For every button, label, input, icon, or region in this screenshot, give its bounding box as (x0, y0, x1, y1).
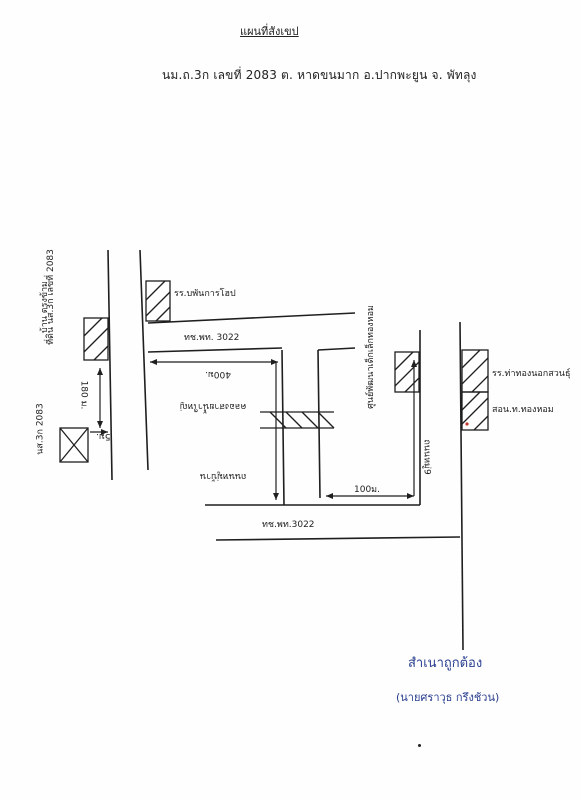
village-road-edge-2 (317, 349, 321, 499)
label-school-right: รร.ท่าทองนอกสวนธุ์ (492, 369, 571, 379)
document-header-line: นม.ถ.3ก เลขที่ 2083 ต. หาดขนมาก อ.ปากพะย… (162, 68, 477, 82)
village-road-top (317, 347, 356, 351)
label-road-top: ทช.พท. 3022 (184, 333, 240, 343)
certification-text: สำเนาถูกต้อง (408, 656, 483, 671)
label-center-vertical: ศูนย์พัฒนาเด็กเล็กทองหอม (365, 305, 376, 409)
stray-dot (418, 744, 421, 747)
label-dist-small: 5ม. (96, 431, 111, 441)
label-dist-vertical: 180 ม. (78, 380, 89, 410)
parcel-box (59, 427, 89, 463)
school-top-building (145, 280, 171, 322)
signer-name: (นายศราวุธ กรึงช้วน) (396, 691, 500, 704)
label-dist-mid: 100ม. (354, 485, 380, 495)
road-top-edge-2 (147, 347, 283, 353)
label-left-vertical-2: บ้าน ตรงข้าม (40, 281, 50, 333)
label-canal: คลองสายน้ำใหญ่ (180, 401, 247, 411)
label-road-bottom: ทช.พท.3022 (262, 520, 315, 530)
label-village-road: ถนนหมู่บ้าน (200, 471, 247, 481)
red-mark (465, 422, 469, 426)
road-bottom-edge-2 (215, 536, 461, 541)
label-parcel: นส.3ก 2083 (35, 403, 46, 455)
label-school-top: รร.บพันการโฮป (174, 289, 236, 299)
health-right-building (461, 391, 489, 431)
road-top-edge-1 (147, 312, 356, 324)
left-building (83, 317, 109, 361)
document-title: แผนที่สังเขป (240, 25, 299, 38)
label-dist-top: 400ม. (205, 369, 231, 379)
road-left-edge-1 (107, 249, 113, 481)
right-road-edge-2 (459, 321, 464, 651)
label-health-right: สอน.ท.ทองหอม (492, 405, 554, 415)
center-building (394, 351, 420, 393)
road-left-edge-2 (139, 249, 149, 471)
label-right-vertical: ถนนหมู่9 (421, 439, 432, 475)
